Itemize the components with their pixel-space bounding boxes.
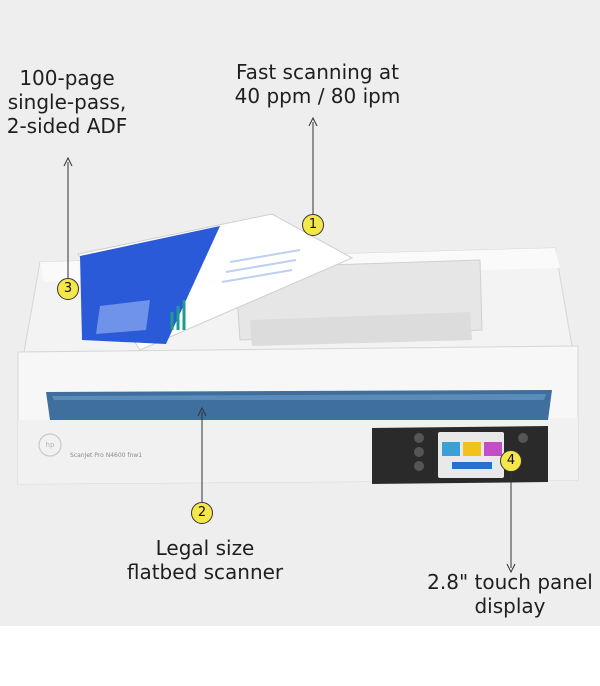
- callout-3-line-2: single-pass,: [7, 90, 127, 114]
- callout-1-badge: 1: [302, 214, 324, 236]
- document-graphic: [96, 300, 150, 334]
- callout-4-badge: 4: [500, 450, 522, 472]
- model-label: ScanJet Pro N4600 fnw1: [70, 452, 143, 459]
- callout-1-line-2: 40 ppm / 80 ipm: [234, 84, 401, 108]
- power-button-icon[interactable]: [518, 433, 528, 443]
- callout-3-text: 100-page single-pass, 2-sided ADF: [0, 66, 134, 138]
- arrow-2-head: [197, 406, 207, 417]
- callout-arrows: [63, 116, 516, 574]
- callout-2-text: Legal size flatbed scanner: [120, 536, 290, 584]
- screen-tile-copy: [463, 442, 481, 456]
- hp-logo-icon: [38, 433, 62, 457]
- callout-3-line-3: 2-sided ADF: [6, 114, 128, 138]
- screen-tile-share: [484, 442, 502, 456]
- product-infographic: ScanJet Pro N4600 fnw1 hp Fast scanning …: [0, 0, 600, 626]
- arrow-4-head: [506, 563, 516, 574]
- callout-1-line-1: Fast scanning at: [236, 60, 399, 84]
- callout-1-text: Fast scanning at 40 ppm / 80 ipm: [210, 60, 425, 108]
- arrow-1-head: [308, 116, 318, 127]
- panel-button-home-icon[interactable]: [414, 447, 424, 457]
- scanner-illustration: [17, 116, 579, 574]
- adf-output: [250, 312, 472, 346]
- document-bars: [170, 300, 186, 330]
- callout-2-badge: 2: [191, 502, 213, 524]
- callout-2-line-1: Legal size: [155, 536, 255, 560]
- callout-4-text: 2.8" touch panel display: [420, 570, 600, 618]
- arrow-3-head: [63, 156, 73, 167]
- callout-4-line-2: display: [474, 594, 546, 618]
- callout-3-badge: 3: [57, 278, 79, 300]
- panel-button-help-icon[interactable]: [414, 461, 424, 471]
- glass-highlight: [52, 394, 546, 400]
- brand-label: hp: [45, 441, 55, 449]
- panel-button-back-icon[interactable]: [414, 433, 424, 443]
- callout-2-line-2: flatbed scanner: [126, 560, 284, 584]
- document-lines: [221, 249, 301, 283]
- screen-bar: [452, 462, 492, 469]
- screen-tile-scan: [442, 442, 460, 456]
- callout-3-line-1: 100-page: [19, 66, 115, 90]
- callout-4-line-1: 2.8" touch panel: [427, 570, 593, 594]
